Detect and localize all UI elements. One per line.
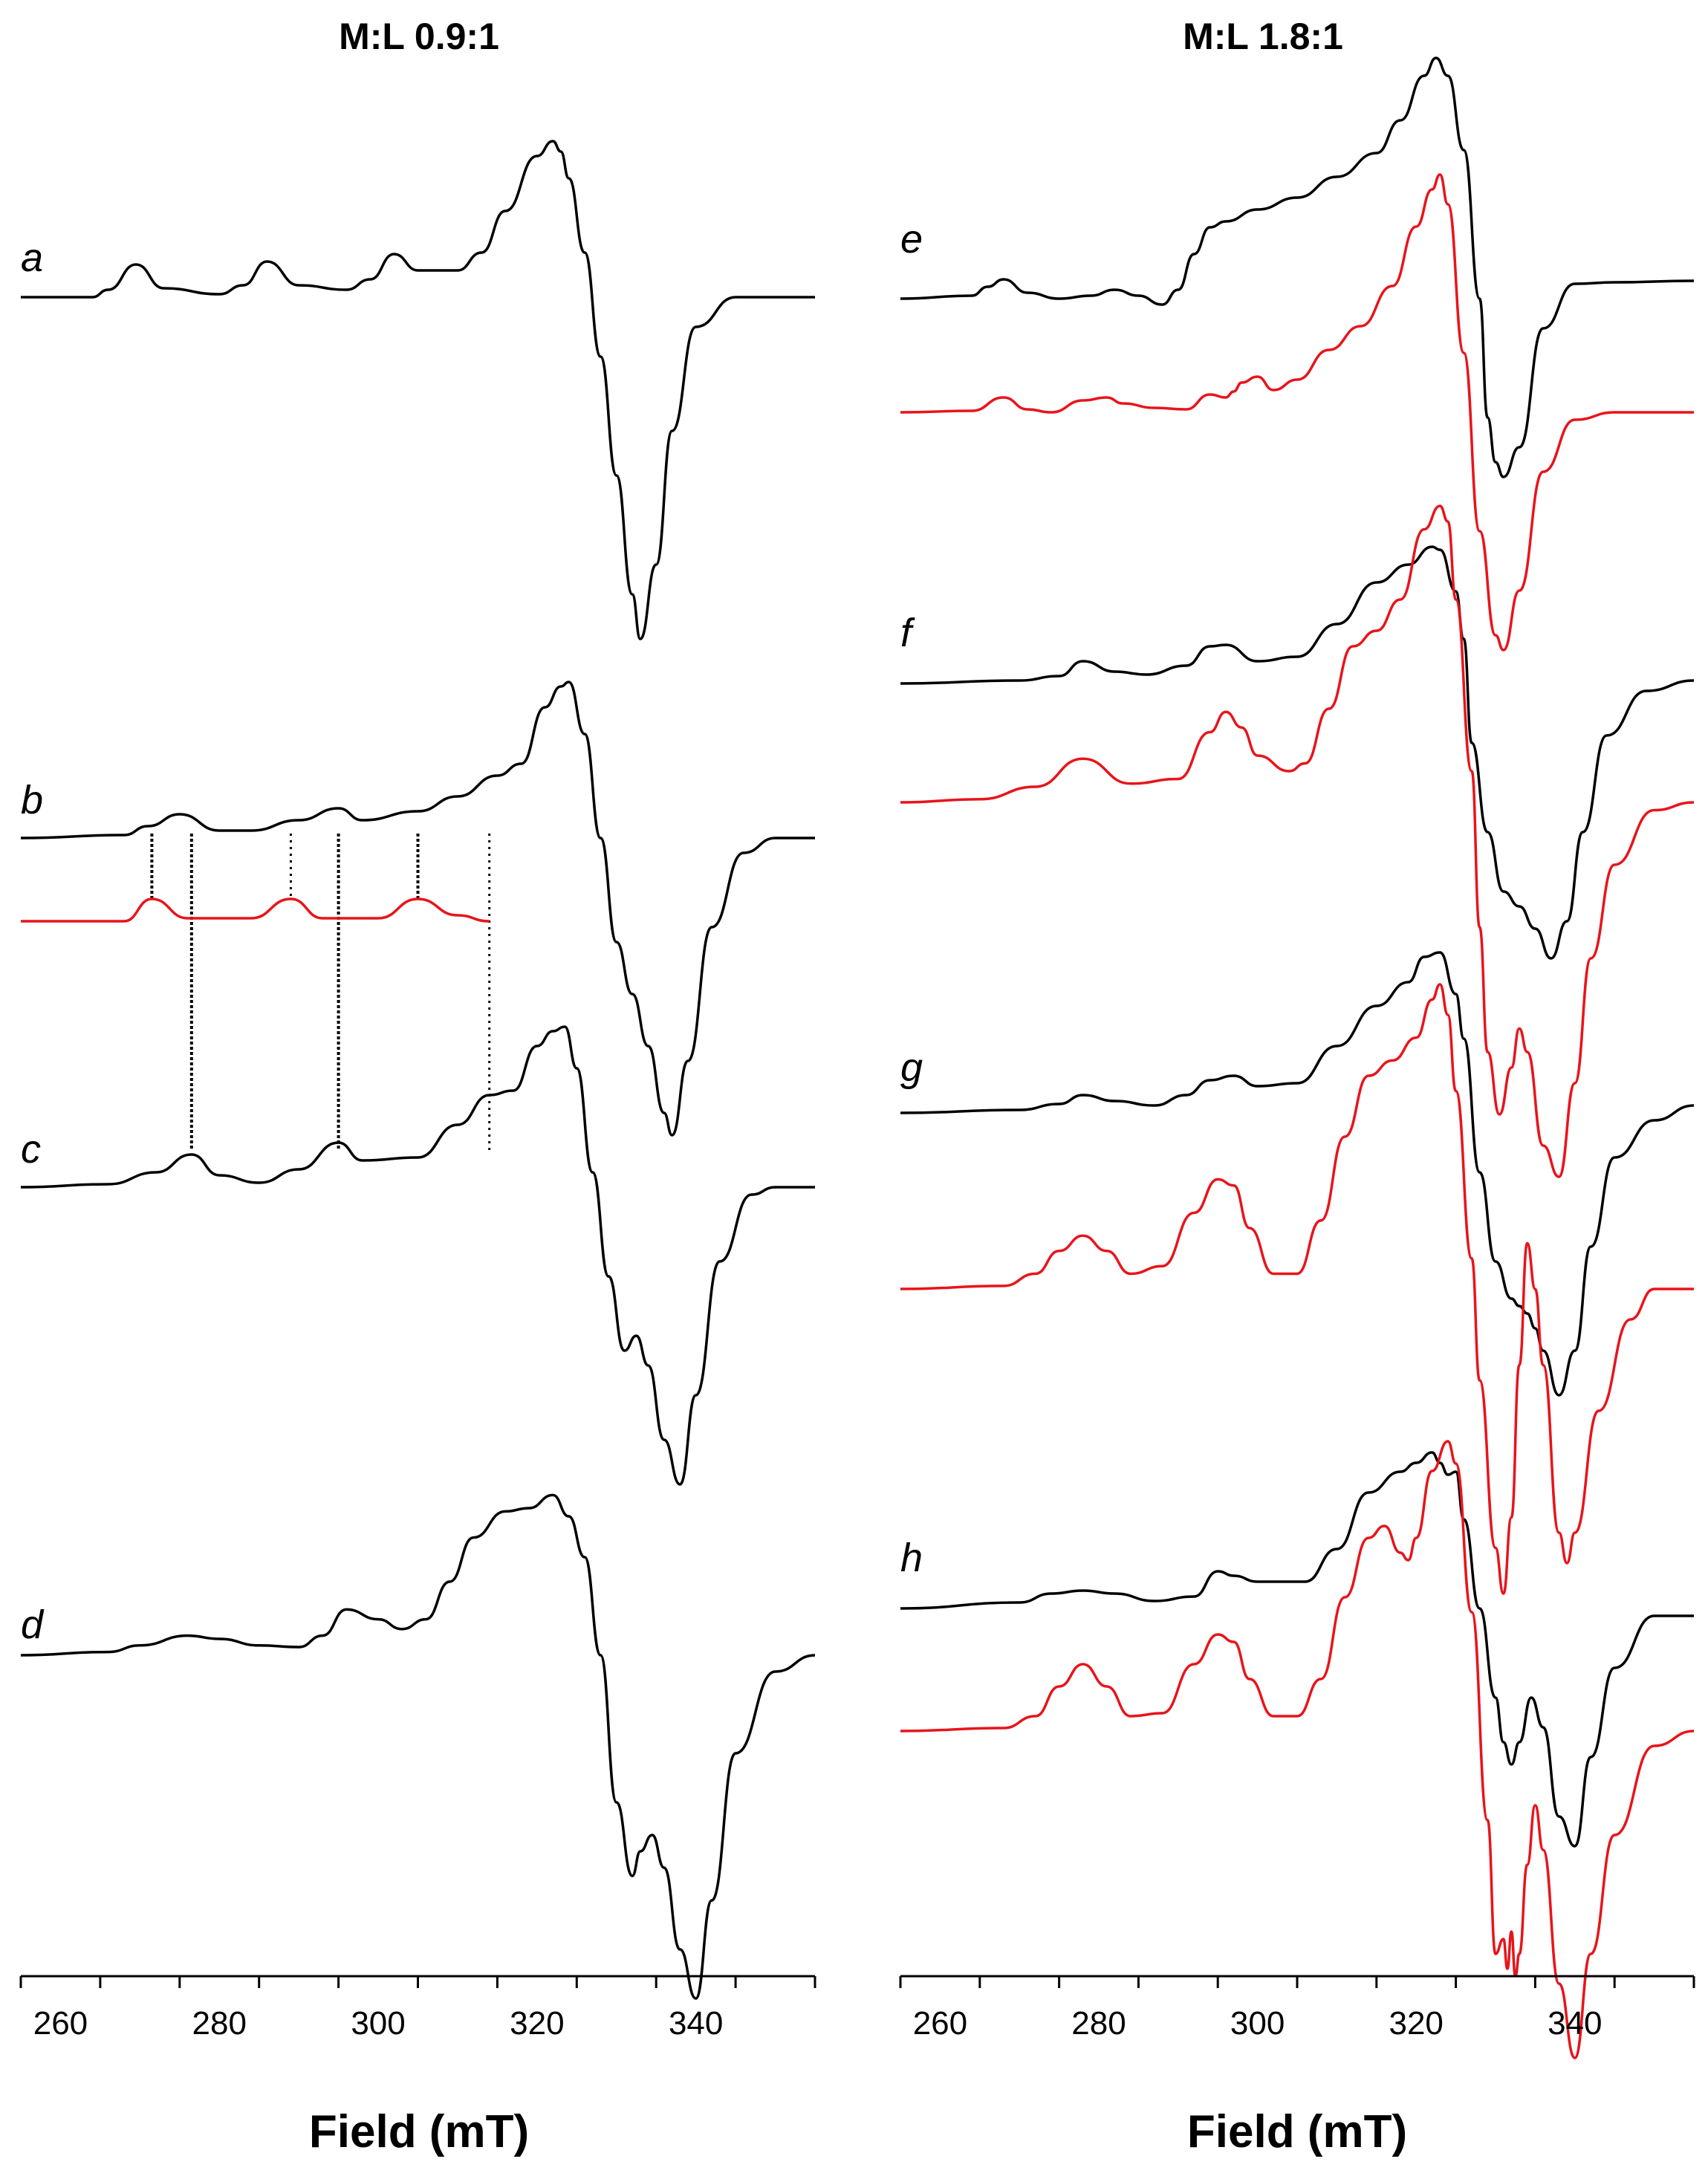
trace-e-sim [900, 173, 1694, 652]
left-panel-title: M:L 0.9:1 [339, 16, 499, 57]
trace-g [900, 951, 1695, 1397]
x-tick-label: 320 [510, 2005, 564, 2042]
trace-b-sim [21, 897, 490, 923]
trace-label-h: h [900, 1536, 923, 1580]
trace-f [900, 545, 1695, 960]
right-x-axis-label: Field (mT) [1187, 2106, 1407, 2157]
left-guide-lines [150, 834, 491, 1150]
trace-c [20, 1025, 815, 1486]
trace-h [900, 1451, 1694, 1848]
x-tick-label: 260 [33, 2005, 88, 2042]
left-x-axis-label: Field (mT) [309, 2106, 529, 2157]
x-tick-label: 300 [351, 2005, 405, 2042]
x-tick-label: 340 [669, 2005, 723, 2042]
x-tick-label: 280 [192, 2005, 247, 2042]
trace-label-c: c [21, 1127, 41, 1172]
right-traces [900, 56, 1695, 2059]
left-traces [20, 140, 816, 2000]
x-tick-label: 260 [913, 2005, 967, 2042]
trace-e [900, 56, 1695, 478]
right-panel-title: M:L 1.8:1 [1183, 16, 1343, 57]
trace-label-a: a [21, 236, 43, 280]
trace-h-sim [900, 1440, 1695, 2059]
trace-g-sim [900, 983, 1694, 1595]
trace-d [20, 1493, 816, 2000]
trace-label-g: g [900, 1045, 923, 1090]
trace-label-f: f [900, 611, 915, 655]
trace-b [20, 681, 815, 1137]
left-x-ticks: 260 280 300 320 340 [19, 1976, 816, 2042]
trace-label-b: b [21, 778, 43, 822]
x-tick-label: 340 [1548, 2005, 1602, 2042]
left-panel: M:L 0.9:1 a b c d 260 280 300 320 340 Field … [19, 16, 816, 2157]
x-tick-label: 300 [1230, 2005, 1285, 2042]
trace-label-d: d [21, 1602, 45, 1647]
x-tick-label: 280 [1071, 2005, 1126, 2042]
trace-a [21, 140, 815, 640]
trace-f-sim [900, 504, 1695, 1178]
right-x-ticks: 260 280 300 320 340 [899, 1976, 1695, 2042]
x-tick-label: 320 [1389, 2005, 1443, 2042]
right-panel: M:L 1.8:1 e f g h 260 280 300 320 340 Field … [899, 16, 1695, 2157]
trace-label-e: e [900, 217, 923, 262]
